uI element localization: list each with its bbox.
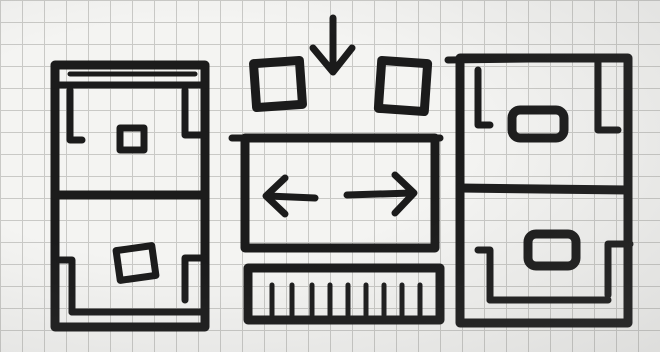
middle-box-left	[254, 60, 303, 107]
left-top-inner-wall	[70, 90, 82, 140]
right-arrow-icon	[347, 175, 414, 213]
middle-striped-bar	[248, 268, 440, 320]
left-small-box-bottom	[116, 246, 156, 281]
right-box-top	[512, 110, 564, 138]
right-box-bottom	[528, 234, 576, 266]
left-small-box-top	[120, 128, 144, 150]
right-top-inner-wall-right	[598, 62, 618, 130]
left-panel	[55, 65, 205, 327]
right-panel	[448, 58, 630, 323]
right-top-inner-wall	[478, 70, 490, 125]
right-divider	[460, 188, 628, 190]
middle-box-right	[378, 60, 427, 111]
middle-panel	[232, 18, 440, 320]
left-bottom-inner-wall	[60, 260, 72, 312]
right-bottom-inner-wall	[478, 250, 490, 300]
down-arrow-icon	[313, 18, 352, 72]
striped-bar-ticks	[272, 285, 420, 315]
right-header-line	[448, 58, 615, 60]
left-arrow-icon	[266, 178, 315, 214]
